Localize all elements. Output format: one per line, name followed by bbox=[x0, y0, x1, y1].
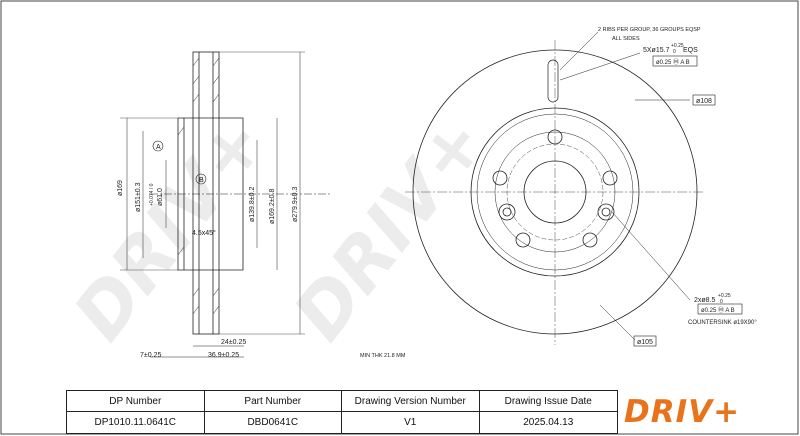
holes-5-label: 5Xø15.7 bbox=[643, 47, 670, 54]
stud-hole-3 bbox=[582, 232, 598, 248]
holes-2-label: 2xø8.5 bbox=[694, 297, 716, 304]
issue-date-value: 2025.04.13 bbox=[523, 417, 574, 428]
dia-61-tol-label: +0.074 / 0 bbox=[149, 183, 155, 206]
watermark-left: DRIV+ bbox=[57, 100, 282, 355]
holes-2-tol-lower: 0 bbox=[720, 299, 723, 305]
part-number-value: DBD0641C bbox=[205, 412, 342, 433]
width-24-label: 24±0.25 bbox=[221, 339, 246, 346]
version-value: V1 bbox=[342, 412, 480, 433]
friction-ring bbox=[192, 51, 220, 335]
holes-5-tol: +0.25 bbox=[671, 43, 684, 49]
part-number-header: Part Number bbox=[204, 391, 342, 412]
dia-139-label: ø139.8±0.2 bbox=[249, 187, 256, 222]
dia-169-label: ø169 bbox=[117, 180, 124, 196]
countersink-label: COUNTERSINK ø19X90° bbox=[688, 320, 757, 326]
datum-a-marker bbox=[152, 140, 164, 152]
dia-169-2-label: ø169.2±0.8 bbox=[269, 189, 276, 224]
dia-61-label: ø61.0 bbox=[157, 188, 164, 206]
driv-logo: DRIV+ bbox=[624, 394, 741, 430]
version-header: Drawing Version Number bbox=[342, 391, 480, 412]
width-36-label: 36.9±0.25 bbox=[208, 352, 239, 359]
stud-hole-2 bbox=[602, 170, 618, 186]
datum-b-marker bbox=[195, 173, 207, 185]
dp-number-value: DP1010.11.0641C bbox=[67, 412, 205, 433]
width-7-label: 7±0.25 bbox=[140, 352, 161, 359]
front-view bbox=[405, 31, 743, 347]
holes-5-tol-lower: 0 bbox=[673, 49, 676, 55]
section-view bbox=[120, 51, 330, 358]
dia-279-label: ø279.9±0.3 bbox=[292, 187, 299, 222]
watermark-right: DRIV+ bbox=[277, 100, 502, 355]
fcf-box-2 bbox=[697, 303, 743, 315]
min-thk-label: MIN THK 21.8 MM bbox=[360, 353, 406, 359]
dp-number-header: DP Number bbox=[67, 391, 205, 412]
stud-hole-5 bbox=[492, 170, 508, 186]
issue-date-header: Drawing Issue Date bbox=[479, 391, 617, 412]
holes-2-tol: +0.25 bbox=[718, 293, 731, 299]
fcf-box-1 bbox=[652, 55, 698, 67]
datum-b-label: B bbox=[199, 177, 204, 184]
holes-5-fcf: ø0.25 Ⓜ A B bbox=[656, 58, 690, 66]
chamfer-label: 4.5x45° bbox=[192, 229, 216, 237]
hat-section bbox=[177, 117, 244, 271]
holes-5-eqs: EQS bbox=[683, 47, 698, 54]
stud-hole-4 bbox=[515, 232, 531, 248]
holes-2-fcf: ø0.25 Ⓜ A B bbox=[701, 306, 735, 314]
ribs-note-1: 2 RIBS PER GROUP, 36 GROUPS EQSP bbox=[598, 27, 701, 33]
pcd-label: ø108 bbox=[696, 98, 712, 105]
countersunk-hole-1 bbox=[498, 203, 516, 221]
title-block: DP Number Part Number Drawing Version Nu… bbox=[66, 390, 618, 434]
countersunk-hole-2 bbox=[597, 203, 615, 221]
center-dia-label: ø105 bbox=[637, 339, 653, 346]
ribs-note-2: ALL SIDES bbox=[612, 36, 640, 42]
watermark-group: DRIV+ DRIV+ bbox=[57, 100, 502, 355]
vent-slot bbox=[547, 59, 559, 103]
dia-151-label: ø151±0.3 bbox=[135, 182, 142, 212]
datum-a-label: A bbox=[156, 144, 161, 151]
